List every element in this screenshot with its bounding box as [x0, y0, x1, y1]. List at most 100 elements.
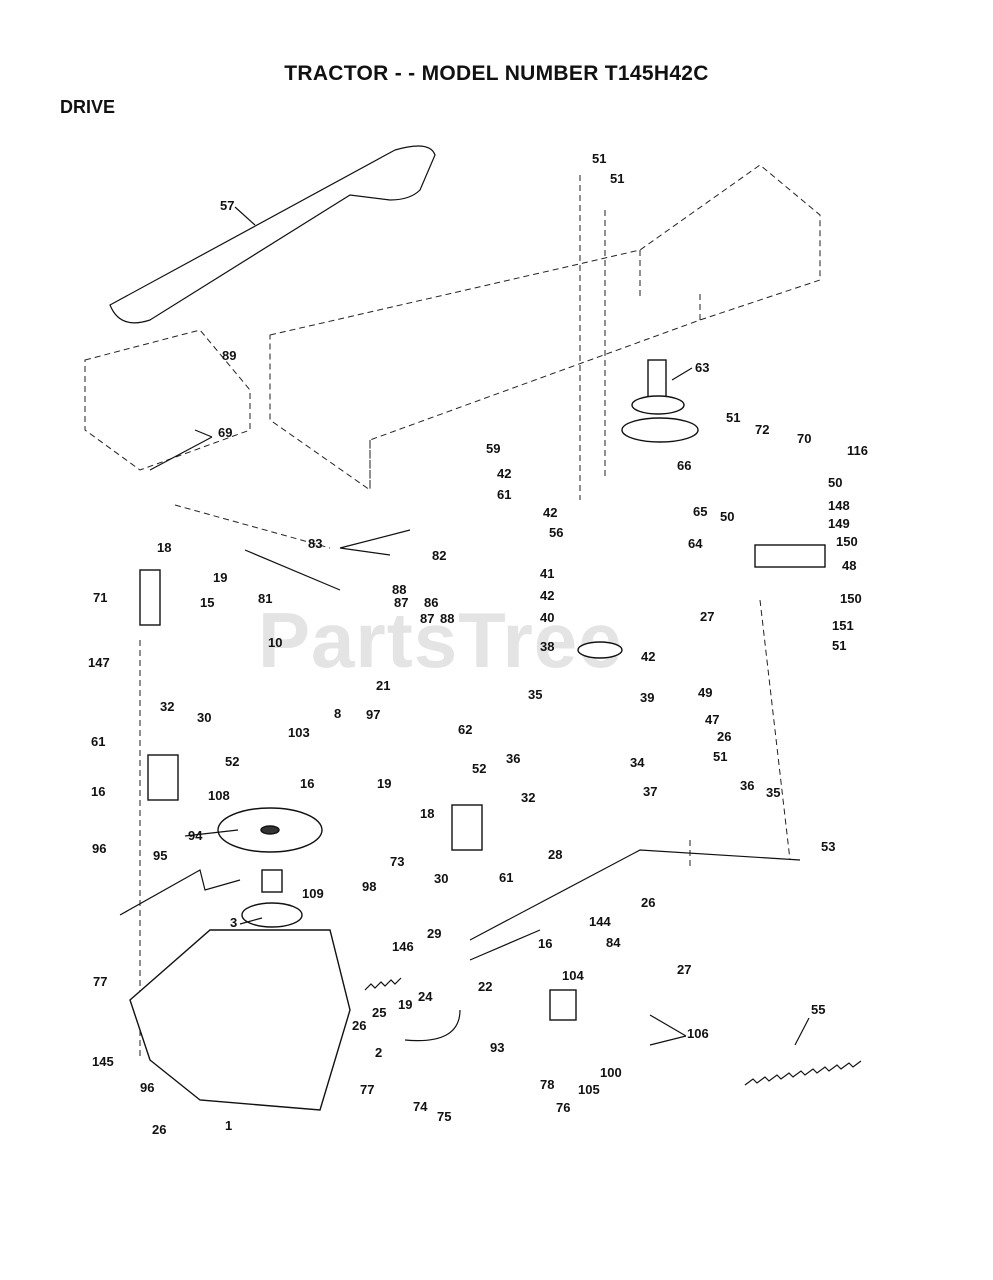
callout-71: 71 [93, 590, 107, 605]
callout-2: 2 [375, 1045, 382, 1060]
callout-150: 150 [840, 591, 862, 606]
callout-89: 89 [222, 348, 236, 363]
callout-53: 53 [821, 839, 835, 854]
callout-42: 42 [497, 466, 511, 481]
callout-61: 61 [497, 487, 511, 502]
callout-93: 93 [490, 1040, 504, 1055]
callout-65: 65 [693, 504, 707, 519]
callout-26: 26 [717, 729, 731, 744]
callout-18: 18 [157, 540, 171, 555]
page-title: TRACTOR - - MODEL NUMBER T145H42C [284, 62, 709, 85]
callout-labels: 51 51 57 63 89 51 72 70 116 69 59 42 66 … [88, 151, 868, 1137]
callout-87: 87 [394, 595, 408, 610]
callout-32: 32 [160, 699, 174, 714]
callout-19: 19 [377, 776, 391, 791]
spring-55 [744, 1060, 862, 1086]
callout-26: 26 [152, 1122, 166, 1137]
callout-36: 36 [506, 751, 520, 766]
callout-26: 26 [352, 1018, 366, 1033]
callout-66: 66 [677, 458, 691, 473]
callout-39: 39 [640, 690, 654, 705]
callout-149: 149 [828, 516, 850, 531]
callout-29: 29 [427, 926, 441, 941]
callout-47: 47 [705, 712, 719, 727]
callout-18: 18 [420, 806, 434, 821]
callout-144: 144 [589, 914, 611, 929]
callout-61: 61 [499, 870, 513, 885]
callout-77: 77 [93, 974, 107, 989]
callout-146: 146 [392, 939, 414, 954]
callout-105: 105 [578, 1082, 600, 1097]
callout-21: 21 [376, 678, 390, 693]
callout-41: 41 [540, 566, 554, 581]
callout-1: 1 [225, 1118, 232, 1133]
callout-37: 37 [643, 784, 657, 799]
callout-35: 35 [766, 785, 780, 800]
callout-42: 42 [641, 649, 655, 664]
callout-28: 28 [548, 847, 562, 862]
rod-28 [469, 849, 801, 941]
callout-51: 51 [592, 151, 606, 166]
callout-96: 96 [92, 841, 106, 856]
callout-15: 15 [200, 595, 214, 610]
callout-35: 35 [528, 687, 542, 702]
callout-51: 51 [832, 638, 846, 653]
bracket-30-left [147, 754, 179, 801]
callout-151: 151 [832, 618, 854, 633]
spring-25 [364, 977, 402, 991]
callout-19: 19 [398, 997, 412, 1012]
watermark: PartsTree [258, 596, 623, 684]
callout-86: 86 [424, 595, 438, 610]
callout-19: 19 [213, 570, 227, 585]
callout-16: 16 [91, 784, 105, 799]
callout-103: 103 [288, 725, 310, 740]
callout-116: 116 [847, 443, 868, 458]
bracket-71 [139, 569, 161, 626]
callout-26: 26 [641, 895, 655, 910]
callout-145: 145 [92, 1054, 114, 1069]
callout-76: 76 [556, 1100, 570, 1115]
callout-81: 81 [258, 591, 272, 606]
fan-94 [217, 807, 323, 853]
callout-51: 51 [610, 171, 624, 186]
callout-51: 51 [726, 410, 740, 425]
callout-36: 36 [740, 778, 754, 793]
section-heading: DRIVE [60, 97, 116, 117]
hub-109 [261, 869, 283, 893]
callout-147: 147 [88, 655, 110, 670]
callout-27: 27 [700, 609, 714, 624]
callout-51: 51 [713, 749, 727, 764]
callout-73: 73 [390, 854, 404, 869]
bracket-48 [754, 544, 826, 568]
bracket-30-right [451, 804, 483, 851]
callout-78: 78 [540, 1077, 554, 1092]
callout-100: 100 [600, 1065, 622, 1080]
callout-52: 52 [225, 754, 239, 769]
callout-88: 88 [392, 582, 406, 597]
callout-64: 64 [688, 536, 703, 551]
callout-148: 148 [828, 498, 850, 513]
callout-106: 106 [687, 1026, 709, 1041]
callout-50: 50 [720, 509, 734, 524]
callout-3: 3 [230, 915, 237, 930]
callout-55: 55 [811, 1002, 825, 1017]
callout-94: 94 [188, 828, 203, 843]
callout-59: 59 [486, 441, 500, 456]
callout-98: 98 [362, 879, 376, 894]
drive-belt [109, 145, 436, 324]
callout-22: 22 [478, 979, 492, 994]
bracket-104 [549, 989, 577, 1021]
callout-34: 34 [630, 755, 645, 770]
callout-74: 74 [413, 1099, 428, 1114]
callout-30: 30 [434, 871, 448, 886]
callout-72: 72 [755, 422, 769, 437]
callout-150: 150 [836, 534, 858, 549]
callout-70: 70 [797, 431, 811, 446]
callout-40: 40 [540, 610, 554, 625]
callout-56: 56 [549, 525, 563, 540]
idler-pulley [577, 641, 623, 659]
callout-96: 96 [140, 1080, 154, 1095]
callout-83: 83 [308, 536, 322, 551]
callout-61: 61 [91, 734, 105, 749]
